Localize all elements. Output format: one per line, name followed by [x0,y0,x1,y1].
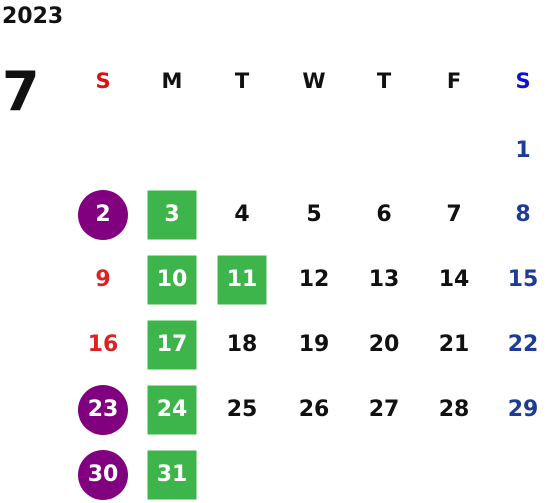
day-number: 28 [438,397,470,422]
day-number: 2 [95,202,111,227]
day-number: 6 [376,202,392,227]
event-circle-marker [78,190,128,240]
day-cell[interactable]: 31 [142,450,202,500]
event-circle-marker [78,450,128,500]
day-cell[interactable]: 4 [212,190,272,240]
day-cell[interactable]: 27 [354,385,414,435]
day-cell[interactable]: 10 [142,255,202,305]
day-cell[interactable]: 12 [284,255,344,305]
day-number: 20 [368,332,400,357]
day-cell[interactable]: 28 [424,385,484,435]
day-number: 13 [368,267,400,292]
day-number: 17 [156,332,188,357]
day-cell[interactable]: 19 [284,320,344,370]
event-square-marker [147,320,197,370]
weekday-header: W [302,68,326,93]
day-cell[interactable]: 29 [493,385,548,435]
day-number: 23 [87,397,119,422]
day-cell[interactable]: 18 [212,320,272,370]
day-cell[interactable]: 15 [493,255,548,305]
event-square-marker [147,255,197,305]
day-number: 18 [226,332,258,357]
day-number: 4 [234,202,250,227]
day-number: 15 [507,267,539,292]
day-number: 3 [164,202,180,227]
event-square-marker [147,190,197,240]
event-circle-marker [78,385,128,435]
day-cell[interactable]: 14 [424,255,484,305]
day-number: 8 [515,202,531,227]
day-cell[interactable]: 21 [424,320,484,370]
day-number: 7 [446,202,462,227]
day-cell[interactable]: 13 [354,255,414,305]
day-number: 16 [87,332,119,357]
day-number: 30 [87,462,119,487]
day-cell[interactable]: 23 [73,385,133,435]
weekday-header: T [376,68,392,93]
weekday-header: S [515,68,531,93]
year-label: 2023 [2,4,64,29]
day-cell[interactable]: 17 [142,320,202,370]
day-cell[interactable]: 24 [142,385,202,435]
event-square-marker [217,255,267,305]
day-number: 5 [306,202,322,227]
day-number: 10 [156,267,188,292]
day-cell[interactable]: 5 [284,190,344,240]
weekday-header: M [161,68,183,93]
day-number: 31 [156,462,188,487]
day-number: 9 [95,267,111,292]
day-number: 27 [368,397,400,422]
weekday-header: F [446,68,462,93]
day-number: 25 [226,397,258,422]
day-number: 12 [298,267,330,292]
day-cell[interactable]: 11 [212,255,272,305]
day-number: 22 [507,332,539,357]
day-cell[interactable]: 3 [142,190,202,240]
day-cell[interactable]: 16 [73,320,133,370]
day-cell[interactable]: 30 [73,450,133,500]
event-square-marker [147,450,197,500]
day-number: 24 [156,397,188,422]
event-square-marker [147,385,197,435]
day-cell[interactable]: 20 [354,320,414,370]
day-number: 19 [298,332,330,357]
day-number: 14 [438,267,470,292]
day-number: 1 [515,138,531,163]
day-cell[interactable]: 22 [493,320,548,370]
day-cell[interactable]: 1 [493,126,548,176]
day-number: 26 [298,397,330,422]
month-number: 7 [2,60,40,123]
weekday-header: T [234,68,250,93]
day-number: 21 [438,332,470,357]
day-number: 29 [507,397,539,422]
day-cell[interactable]: 9 [73,255,133,305]
weekday-header: S [95,68,111,93]
day-cell[interactable]: 25 [212,385,272,435]
day-cell[interactable]: 8 [493,190,548,240]
day-cell[interactable]: 2 [73,190,133,240]
day-cell[interactable]: 7 [424,190,484,240]
day-cell[interactable]: 26 [284,385,344,435]
day-number: 11 [226,267,258,292]
day-cell[interactable]: 6 [354,190,414,240]
